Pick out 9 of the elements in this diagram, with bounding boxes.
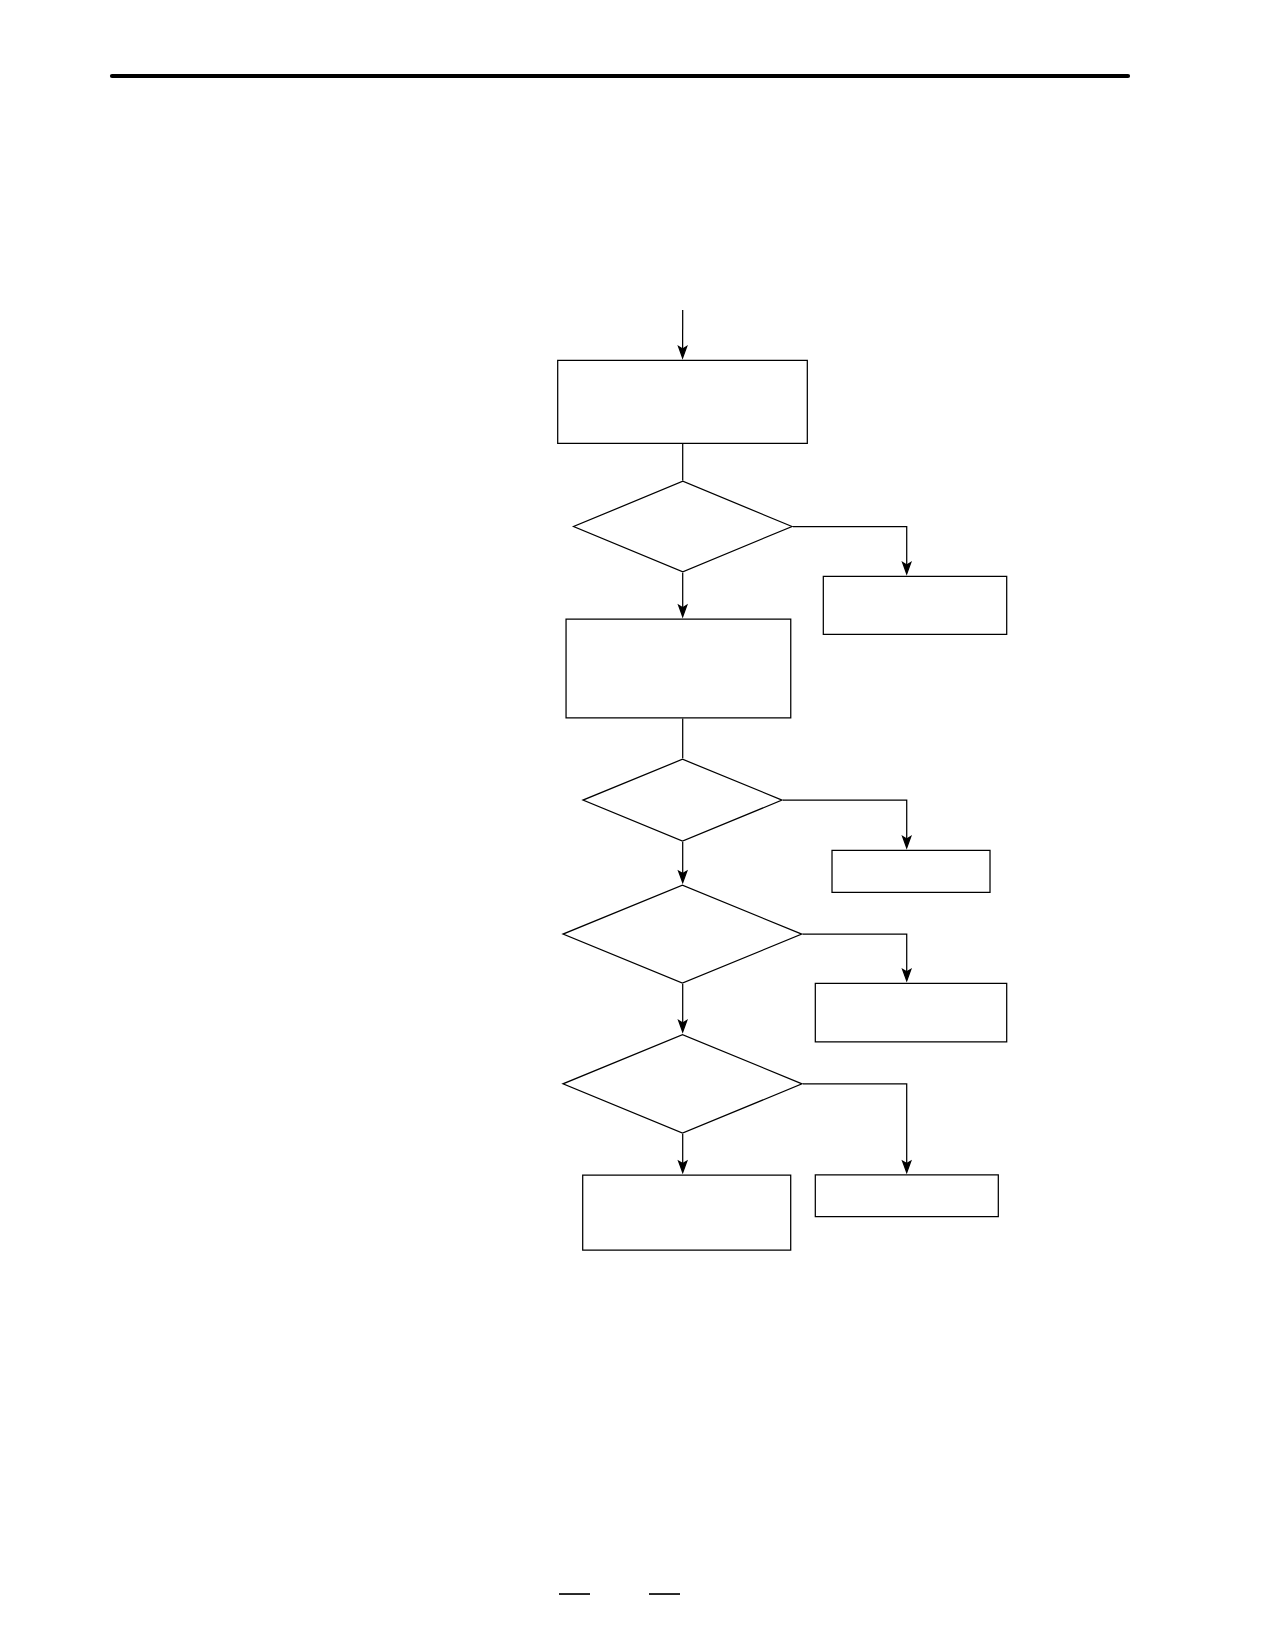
process-box (831, 849, 991, 893)
process-box (557, 359, 808, 444)
process-box (565, 618, 792, 719)
process-box (814, 1174, 999, 1218)
process-box (582, 1174, 792, 1251)
connector-line (682, 443, 684, 481)
connector-line (682, 717, 684, 759)
process-box (822, 575, 1008, 635)
process-box (814, 982, 1008, 1043)
